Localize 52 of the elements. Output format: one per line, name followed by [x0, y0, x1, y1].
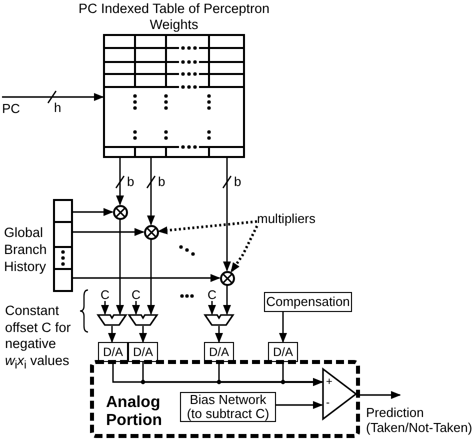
arrow [73, 208, 114, 216]
converter-box: D/A [268, 342, 298, 362]
annotation-text: Constant offset C for negative w$_{i}$x$_{i}$ values [5, 303, 72, 374]
adder-symbol [128, 314, 158, 326]
arrow [147, 240, 155, 315]
text-label: multipliers [257, 211, 319, 228]
minus-sign: - [326, 397, 330, 409]
register-label: Global Branch History [4, 224, 48, 275]
converter-box: D/A [204, 342, 234, 362]
edge-label: b [158, 174, 166, 189]
converter-box: D/A [98, 342, 128, 362]
arrow [132, 301, 140, 315]
arrow [73, 228, 144, 236]
text-label: C [130, 289, 142, 301]
arrow [208, 301, 216, 315]
dotted-arrow [157, 220, 258, 234]
edge-label: b [234, 174, 242, 189]
arrow [215, 326, 223, 343]
multiplier-circle [112, 204, 128, 220]
dotted-arrow [230, 225, 258, 273]
arrow [223, 286, 231, 315]
process-box: Bias Network (to subtract C) [180, 392, 276, 422]
arrow [2, 93, 104, 101]
converter-box: D/A [128, 342, 158, 362]
arrow [276, 401, 323, 409]
comparator-triangle [322, 368, 357, 420]
multiplier-circle [144, 224, 158, 240]
region-title: Analog Portion [106, 394, 163, 430]
arrow [223, 158, 231, 272]
arrow [357, 391, 401, 399]
arrow [101, 301, 109, 315]
dashed-region [90, 360, 360, 438]
arrow [116, 220, 124, 315]
edge-label: h [54, 100, 62, 115]
multiplier-circle [220, 270, 234, 286]
arrow [279, 312, 287, 343]
adder-symbol [97, 314, 127, 326]
edge-label: b [127, 174, 134, 189]
text-label: C [206, 289, 218, 301]
arrow [139, 326, 147, 343]
text-label: Prediction (Taken/Not-Taken) [366, 395, 474, 437]
adder-symbol [204, 314, 234, 326]
arrow [73, 274, 220, 282]
plus-sign: + [326, 376, 332, 388]
table-title: PC Indexed Table of Perceptron Weights [77, 1, 271, 33]
arrow [147, 158, 155, 226]
process-box: Compensation [264, 292, 352, 312]
text-label: C [99, 289, 111, 301]
text-label: PC [2, 97, 28, 117]
arrow [116, 158, 124, 206]
arrow [282, 362, 323, 386]
arrow [108, 326, 116, 343]
